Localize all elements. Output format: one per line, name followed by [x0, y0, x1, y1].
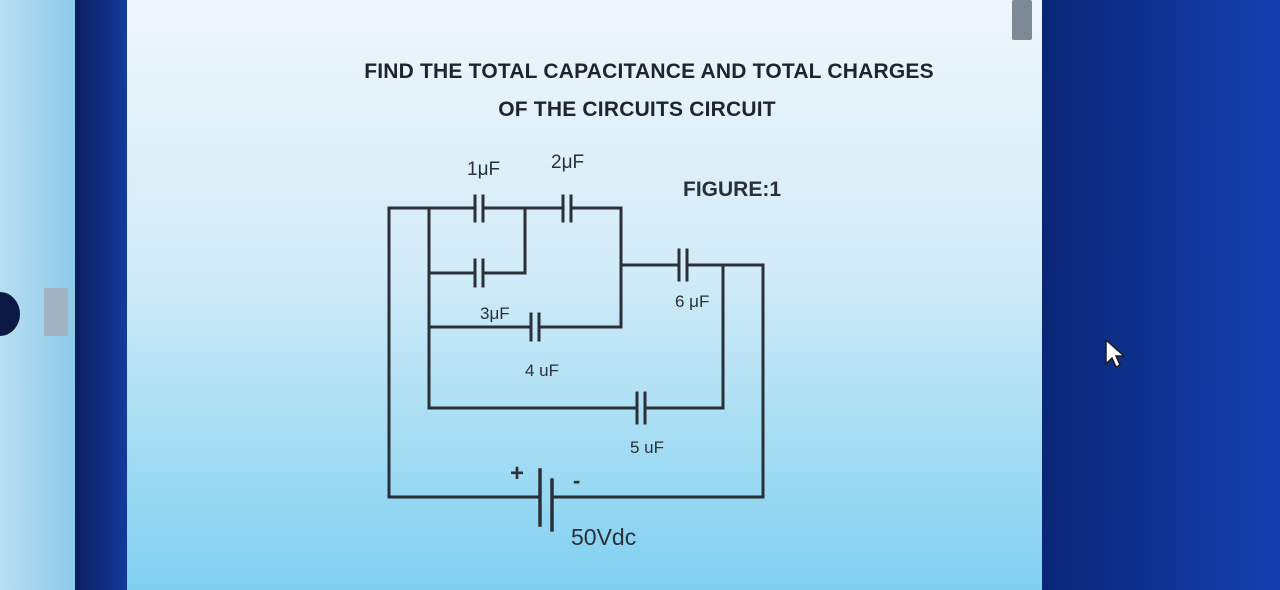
source-voltage-label: 50Vdc — [571, 524, 636, 550]
problem-title-line-1: FIND THE TOTAL CAPACITANCE AND TOTAL CHA… — [364, 60, 934, 83]
label-2uf: 2μF — [551, 152, 584, 173]
wire-outer-left — [387, 206, 542, 499]
right-background-panel — [1042, 0, 1280, 590]
wire-outer-right — [555, 263, 765, 499]
label-3uf: 3μF — [480, 304, 510, 323]
label-1uf: 1μF — [467, 159, 500, 180]
mouse-cursor-icon — [1105, 338, 1126, 369]
battery-plus-sign: + — [510, 460, 524, 487]
label-4uf: 4 uF — [525, 361, 559, 380]
problem-title-line-2: OF THE CIRCUITS CIRCUIT — [498, 98, 776, 121]
circuit-diagram: 1μF 2μF 3μF 4 uF 6 μF 5 uF FIGURE:1 + - … — [387, 152, 781, 550]
figure-label: FIGURE:1 — [683, 178, 781, 201]
left-edge-marker — [44, 288, 68, 336]
battery-minus-sign: - — [573, 468, 580, 493]
label-5uf: 5 uF — [630, 438, 664, 457]
label-6uf: 6 μF — [675, 292, 709, 311]
window-left-edge — [75, 0, 127, 590]
wire-3uf-right — [481, 206, 527, 275]
scrollbar-thumb[interactable] — [1012, 0, 1032, 40]
document-page: FIND THE TOTAL CAPACITANCE AND TOTAL CHA… — [127, 0, 1042, 590]
left-edge-button — [0, 292, 20, 336]
